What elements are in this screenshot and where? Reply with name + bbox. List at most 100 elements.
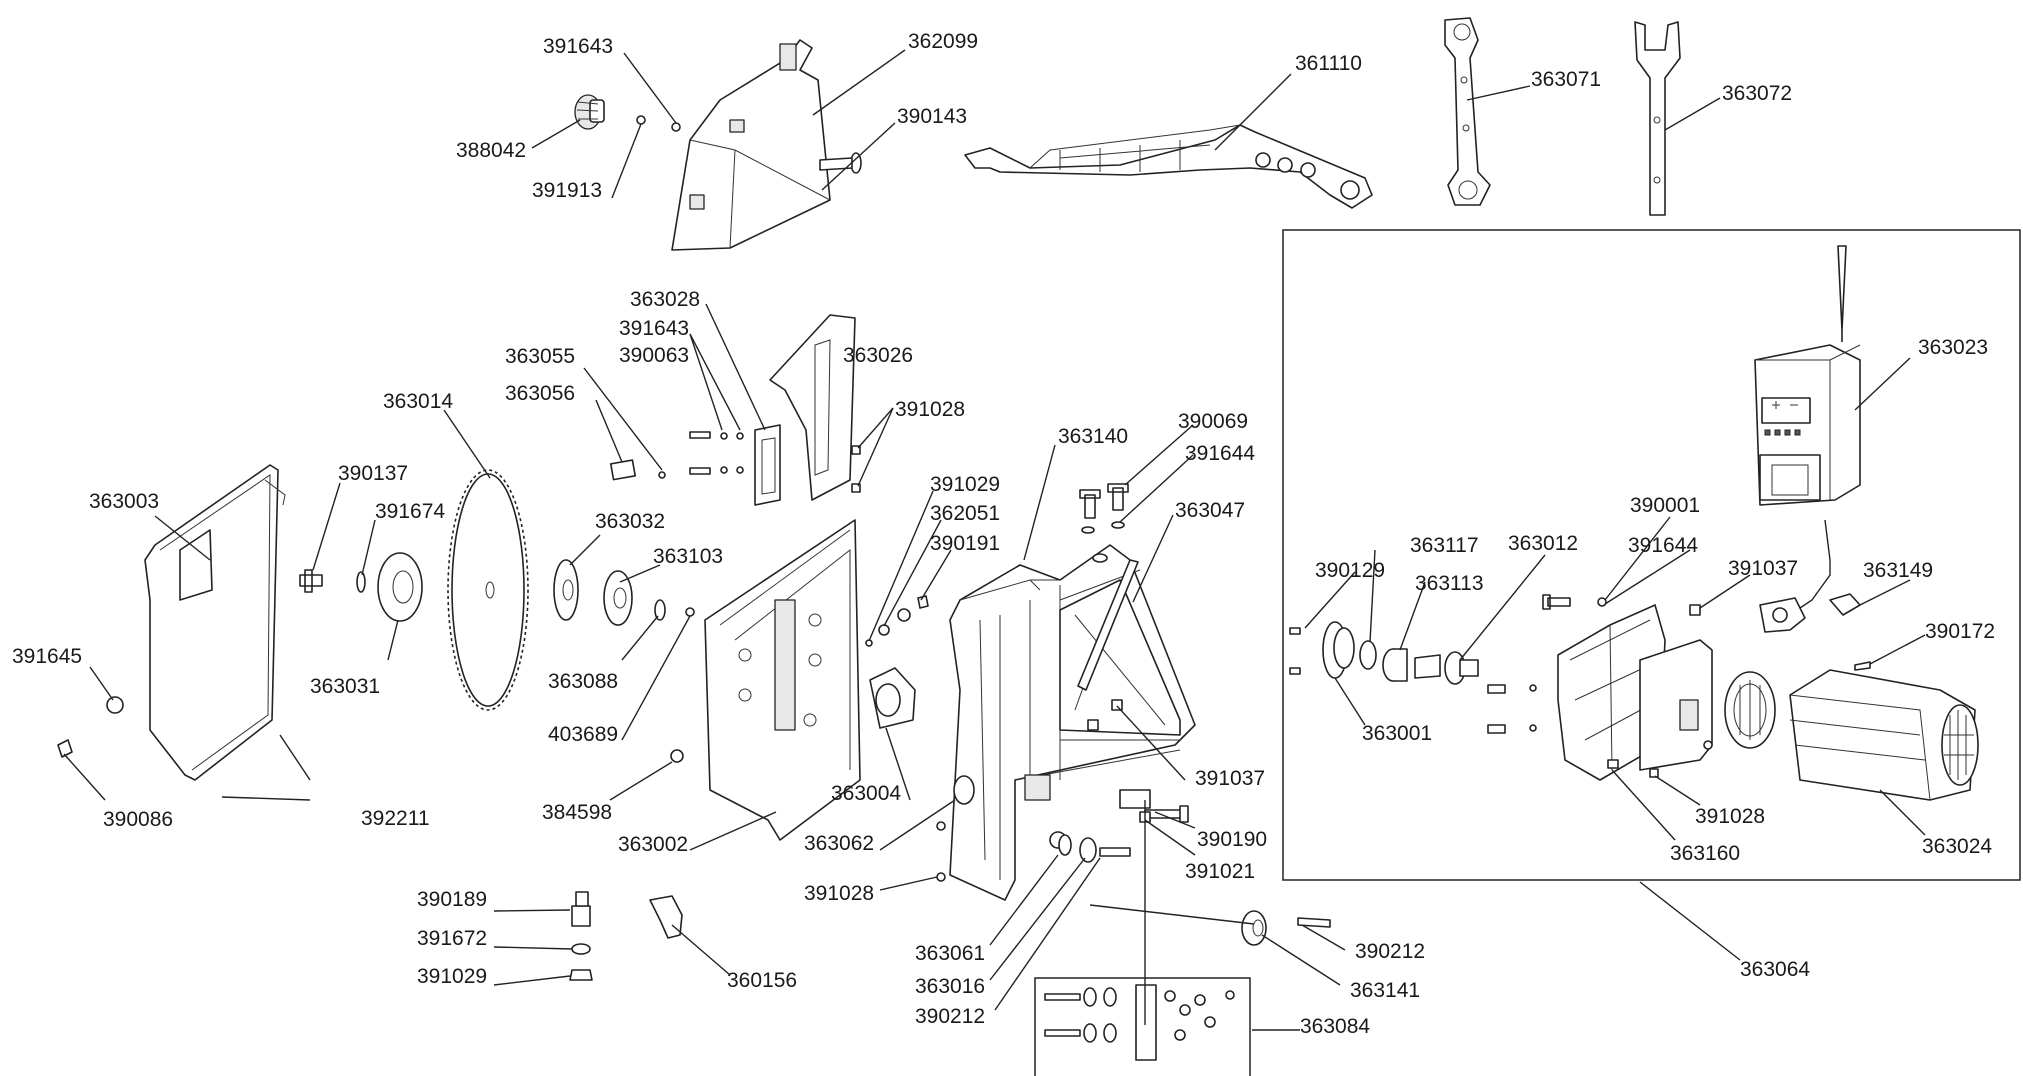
label-391643b: 391643 [619, 317, 689, 340]
label-363141: 363141 [1350, 979, 1420, 1002]
nut-391028-upper [851, 445, 861, 455]
shaft-363012 [1414, 651, 1479, 685]
label-363023: 363023 [1918, 336, 1988, 359]
label-363055: 363055 [505, 345, 575, 368]
push-stick-361110 [964, 124, 1373, 209]
motor-assembly-box-363064 [1282, 229, 2021, 881]
plug-363149 [1759, 593, 1861, 633]
pulley-363141 [1241, 910, 1267, 946]
label-363088: 363088 [548, 670, 618, 693]
collar-363061 [1058, 834, 1072, 856]
nut-391028-lower [851, 483, 861, 493]
nut-391028c [936, 821, 946, 831]
hardware-363084 [1044, 984, 1235, 1061]
washer-391644b [1111, 521, 1125, 529]
washer-391644a [1081, 526, 1095, 534]
label-363113: 363113 [1415, 572, 1484, 595]
label-363001: 363001 [1362, 722, 1432, 745]
label-390190: 390190 [1197, 828, 1267, 851]
label-363012: 363012 [1508, 532, 1578, 555]
label-363024: 363024 [1922, 835, 1992, 858]
saw-blade-363014 [447, 469, 529, 711]
ring-363117 [1359, 640, 1377, 670]
nut-391037c [1689, 604, 1701, 616]
label-363061: 363061 [915, 942, 985, 965]
pulley-363016 [1079, 837, 1097, 863]
label-363028: 363028 [630, 288, 700, 311]
screw-390189 [571, 891, 591, 927]
label-391021: 391021 [1185, 860, 1255, 883]
label-363064: 363064 [1740, 958, 1810, 981]
bolts-390069 [1079, 483, 1129, 519]
label-390212a: 390212 [915, 1005, 985, 1028]
label-391029: 391029 [930, 473, 1000, 496]
bolt-390212a [1099, 847, 1131, 857]
label-391643: 391643 [543, 35, 613, 58]
washer-391913 [636, 115, 646, 125]
label-363149: 363149 [1863, 559, 1933, 582]
label-391029b: 391029 [417, 965, 487, 988]
bolt-390143 [819, 152, 862, 174]
blade-guard-362099 [671, 39, 831, 251]
label-390086: 390086 [103, 808, 173, 831]
bracket-360156 [649, 895, 683, 939]
label-363140: 363140 [1058, 425, 1128, 448]
label-388042: 388042 [456, 139, 526, 162]
label-391645: 391645 [12, 645, 82, 668]
label-362051: 362051 [930, 502, 1000, 525]
label-363117: 363117 [1410, 534, 1479, 557]
bearing-363062 [953, 775, 975, 805]
knob-388042 [574, 94, 605, 130]
bearing-363113 [1382, 648, 1408, 682]
washer-362051 [878, 624, 890, 636]
label-390063: 390063 [619, 344, 689, 367]
bolt-390212b [1297, 917, 1331, 928]
label-390212b: 390212 [1355, 940, 1425, 963]
label-363026: 363026 [843, 344, 913, 367]
label-363032: 363032 [595, 510, 665, 533]
label-363160: 363160 [1670, 842, 1740, 865]
flange-363032 [553, 559, 579, 621]
screw-390086 [57, 739, 73, 758]
label-361110: 361110 [1295, 52, 1362, 75]
flange-363031 [377, 552, 423, 622]
end-cap-363001 [1322, 621, 1355, 679]
bracket-363028 [689, 424, 781, 506]
label-363071: 363071 [1531, 68, 1601, 91]
screw-390129a [1289, 627, 1301, 635]
leader-lines [63, 49, 1926, 1031]
label-391644b: 391644 [1628, 534, 1698, 557]
screw-363160 [1607, 759, 1619, 769]
label-391674: 391674 [375, 500, 445, 523]
mount-plate-363002 [704, 519, 861, 841]
washer-391644e [1529, 724, 1537, 732]
plate-363055 [609, 459, 637, 481]
strut-363047 [1077, 559, 1139, 691]
washer-391644d [1529, 684, 1537, 692]
label-390001: 390001 [1630, 494, 1700, 517]
nut-391037a [1111, 699, 1123, 711]
nut-391029b [569, 969, 593, 981]
wrench-363071 [1444, 17, 1491, 206]
label-363056: 363056 [505, 382, 575, 405]
bolt-390190 [1144, 805, 1189, 823]
label-391037: 391037 [1195, 767, 1265, 790]
bolt-390001b [1487, 684, 1506, 694]
label-363014: 363014 [383, 390, 453, 413]
washer-363088 [654, 599, 666, 621]
label-391028c: 391028 [1695, 805, 1765, 828]
bolt-390001 [1542, 594, 1571, 610]
cover-plate-363003 [57, 464, 286, 781]
spanner-363072 [1634, 21, 1681, 216]
power-cable [1799, 519, 1831, 609]
nut-403689 [685, 607, 695, 617]
label-363016: 363016 [915, 975, 985, 998]
nut-391028d [936, 872, 946, 882]
label-390069: 390069 [1178, 410, 1248, 433]
washer-391644c [1597, 597, 1607, 607]
part-labels: 391643 362099 388042 391913 390143 36111… [12, 30, 1995, 1038]
label-391672: 391672 [417, 927, 487, 950]
label-390191: 390191 [930, 532, 1000, 555]
label-390172: 390172 [1925, 620, 1995, 643]
